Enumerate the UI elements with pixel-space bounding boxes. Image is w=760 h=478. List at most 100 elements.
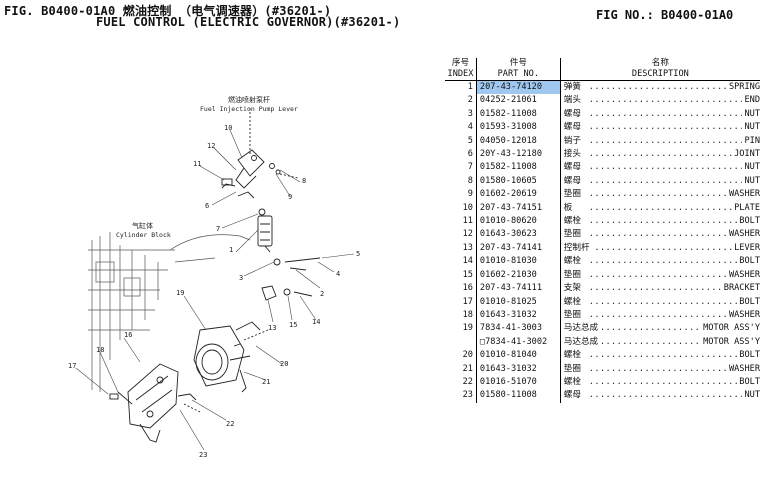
part-description: ........................................…	[560, 107, 760, 122]
callout-numbers: 1 2 3 4 5 6 7 8 9 10 11 12 13 14 15 16 1…	[68, 124, 360, 459]
part-number[interactable]: 01643-31032	[476, 308, 561, 323]
callout-5: 5	[356, 250, 360, 258]
dot-leader: ........................................…	[588, 108, 760, 119]
callout-1: 1	[229, 246, 233, 254]
row-index: 14	[445, 255, 477, 269]
part-description: ........................................…	[560, 335, 760, 350]
row-index: 10	[445, 201, 477, 216]
part-number[interactable]: □7834-41-3002	[476, 335, 561, 350]
description-english: NUT	[742, 161, 760, 175]
callout-2: 2	[320, 290, 324, 298]
description-english: PLATE	[732, 201, 760, 216]
table-row[interactable]: □7834-41-3002...........................…	[445, 335, 760, 350]
part-number[interactable]: 01010-81025	[476, 295, 561, 309]
description-chinese: 螺母	[563, 162, 583, 173]
callout-9: 9	[288, 193, 292, 201]
part-number[interactable]: 207-43-74151	[476, 201, 561, 216]
part-number[interactable]: 20Y-43-12180	[476, 148, 561, 162]
part-number[interactable]: 01582-11008	[476, 161, 561, 175]
spring-rod-assembly	[257, 208, 321, 271]
description-chinese: 螺栓	[563, 350, 583, 361]
part-number[interactable]: 01593-31008	[476, 121, 561, 135]
callout-6: 6	[205, 202, 209, 210]
part-description: ........................................…	[560, 389, 760, 403]
part-description: ........................................…	[560, 134, 760, 149]
description-english: BOLT	[737, 349, 760, 363]
part-number[interactable]: 01582-11008	[476, 107, 561, 122]
part-number[interactable]: 207-43-74111	[476, 282, 561, 296]
callout-14: 14	[312, 318, 320, 326]
row-index: 4	[445, 121, 477, 135]
dot-leader: ........................................…	[588, 229, 760, 240]
description-chinese: 弹簧	[563, 82, 583, 92]
part-description: ........................................…	[560, 375, 760, 390]
part-number[interactable]: 01010-81030	[476, 255, 561, 269]
part-number[interactable]: 01580-11008	[476, 389, 561, 403]
part-description: ........................................…	[560, 268, 760, 283]
row-index: 17	[445, 295, 477, 309]
pump-lever-label-en: Fuel Injection Pump Lever	[200, 105, 298, 113]
lever-part-13	[261, 285, 313, 301]
description-english: SPRING	[726, 81, 760, 95]
part-number[interactable]: 207-43-74141	[476, 241, 561, 256]
part-number[interactable]: 01602-20619	[476, 188, 561, 202]
row-index: 11	[445, 215, 477, 229]
dot-leader: ........................................…	[588, 162, 760, 173]
dot-leader: ........................................…	[588, 390, 760, 401]
part-number[interactable]: 01580-10605	[476, 174, 561, 189]
part-description: ........................................…	[560, 255, 760, 269]
figure-title-english: FUEL CONTROL (ELECTRIC GOVERNOR)(#36201-…	[96, 15, 401, 29]
part-number[interactable]: 01643-31032	[476, 362, 561, 376]
part-number[interactable]: 01643-30623	[476, 228, 561, 242]
description-chinese: 销子	[563, 135, 583, 146]
part-description: ........................................…	[560, 228, 760, 242]
column-header-part-no: 件号 PART NO.	[476, 58, 561, 81]
part-number[interactable]: 01602-21030	[476, 268, 561, 283]
part-description: ........................................…	[560, 201, 760, 216]
part-number[interactable]: 01016-51070	[476, 375, 561, 390]
description-english: BOLT	[737, 215, 760, 229]
callout-8: 8	[302, 177, 306, 185]
part-description: ........................................…	[560, 322, 760, 336]
part-number[interactable]: 01010-80620	[476, 215, 561, 229]
dot-leader: ........................................…	[588, 336, 760, 347]
part-number[interactable]: 207-43-74120	[476, 80, 561, 95]
part-number[interactable]: 04252-21061	[476, 94, 561, 108]
part-number[interactable]: 04050-12018	[476, 134, 561, 149]
row-index: 1	[445, 80, 477, 95]
part-number[interactable]: 01010-81040	[476, 349, 561, 363]
description-chinese: 端头	[563, 95, 583, 106]
callout-10: 10	[224, 124, 232, 132]
description-chinese: 垫圈	[563, 229, 583, 240]
callout-23: 23	[199, 451, 207, 459]
part-description: ........................................…	[560, 121, 760, 135]
column-header-description: 名称 DESCRIPTION	[560, 58, 760, 81]
part-number[interactable]: 7834-41-3003	[476, 322, 561, 336]
description-chinese: 螺母	[563, 175, 583, 186]
description-english: BRACKET	[721, 282, 760, 296]
row-index: 15	[445, 268, 477, 283]
